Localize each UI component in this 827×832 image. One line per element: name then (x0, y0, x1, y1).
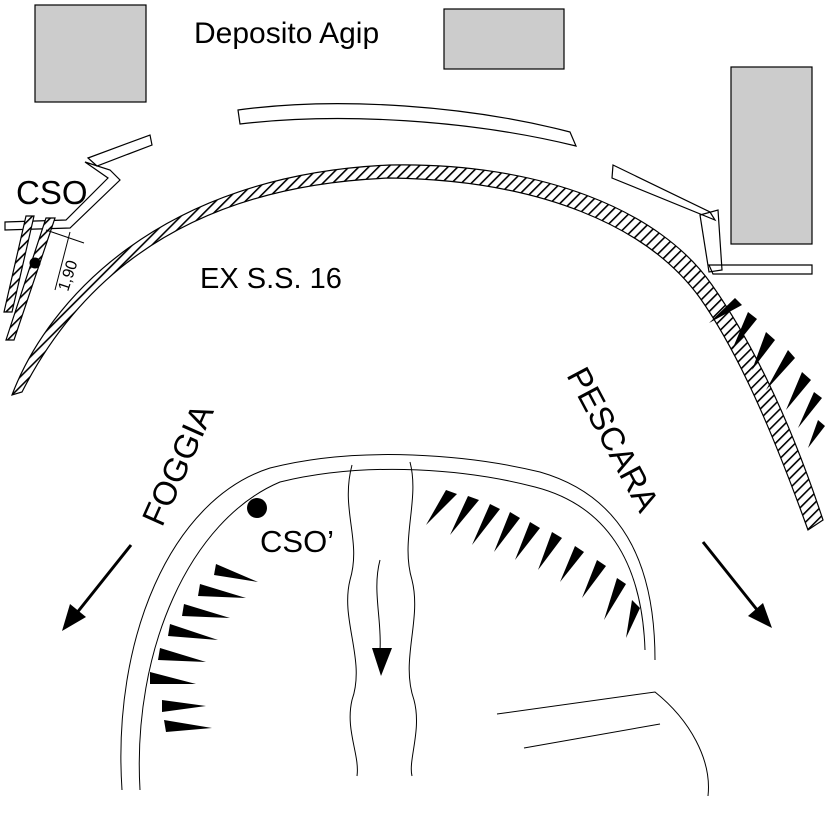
slope-triangle-icon (626, 600, 640, 638)
cso-point-marker (29, 257, 41, 269)
slope-triangle-icon (164, 720, 212, 732)
slope-triangle-icon (426, 490, 457, 525)
slope-triangle-icon (515, 522, 540, 560)
curb-strip-left (4, 161, 121, 231)
curb-strip-left-upper (86, 134, 153, 167)
hatched-strip-left-1 (3, 215, 35, 313)
slope-triangle-icon (472, 504, 500, 545)
label-foggia: FOGGIA (135, 399, 221, 531)
slope-triangle-icon (538, 532, 562, 570)
slope-triangle-icon (158, 648, 206, 662)
dimension-tick (54, 231, 71, 291)
road-band-hatched (11, 164, 824, 531)
pescara-arrow-icon (701, 541, 772, 628)
hatched-strip-left-2 (5, 217, 56, 341)
label-dimension: 1,90 (56, 258, 82, 293)
label-pescara: PESCARA (560, 361, 667, 518)
slope-triangle-icon (494, 512, 520, 552)
slope-triangle-icon (198, 584, 246, 598)
channel-bank-left (347, 464, 358, 777)
slope-triangle-icon (150, 672, 196, 684)
slope-triangle-icon (732, 312, 757, 350)
slope-triangle-icon (214, 564, 258, 582)
slope-triangle-icon (182, 604, 230, 618)
label-road: EX S.S. 16 (200, 263, 342, 295)
inner-road-edge-outer (120, 454, 656, 791)
cso-prime-point-marker (247, 498, 267, 518)
lower-road-edge-1 (496, 691, 709, 797)
dimension-line (45, 229, 85, 244)
slope-triangle-icon (808, 420, 825, 448)
building-top-left (34, 4, 147, 103)
slope-triangle-icon (168, 624, 218, 640)
slope-triangle-icon (766, 350, 795, 390)
curb-strip-right-bottom (708, 264, 813, 275)
slope-triangle-icon (450, 496, 479, 535)
slope-marks-group (150, 298, 825, 732)
label-cso: CSO (16, 174, 88, 211)
channel-bank-right (407, 461, 418, 777)
slope-triangle-icon (560, 546, 584, 582)
label-cso-prime: CSO’ (260, 524, 334, 559)
slope-triangle-icon (582, 560, 606, 598)
curb-strip-right-vertical (699, 209, 723, 273)
building-right (730, 66, 813, 245)
slope-triangle-icon (798, 392, 822, 428)
slope-triangle-icon (162, 700, 206, 712)
channel-flow-line (376, 559, 381, 651)
slope-triangle-icon (752, 332, 775, 370)
slope-triangle-icon (786, 372, 811, 410)
curb-strip-right (611, 164, 717, 222)
foggia-arrow-icon (62, 544, 133, 631)
lower-road-edge-2 (523, 723, 661, 749)
curb-strip-top (237, 103, 578, 147)
flow-arrow-icon (372, 648, 392, 676)
inner-road-edge-inner (138, 468, 646, 791)
label-deposit: Deposito Agip (194, 17, 379, 50)
slope-triangle-icon (709, 298, 742, 323)
slope-triangle-icon (604, 578, 626, 620)
building-top-center (443, 8, 565, 70)
